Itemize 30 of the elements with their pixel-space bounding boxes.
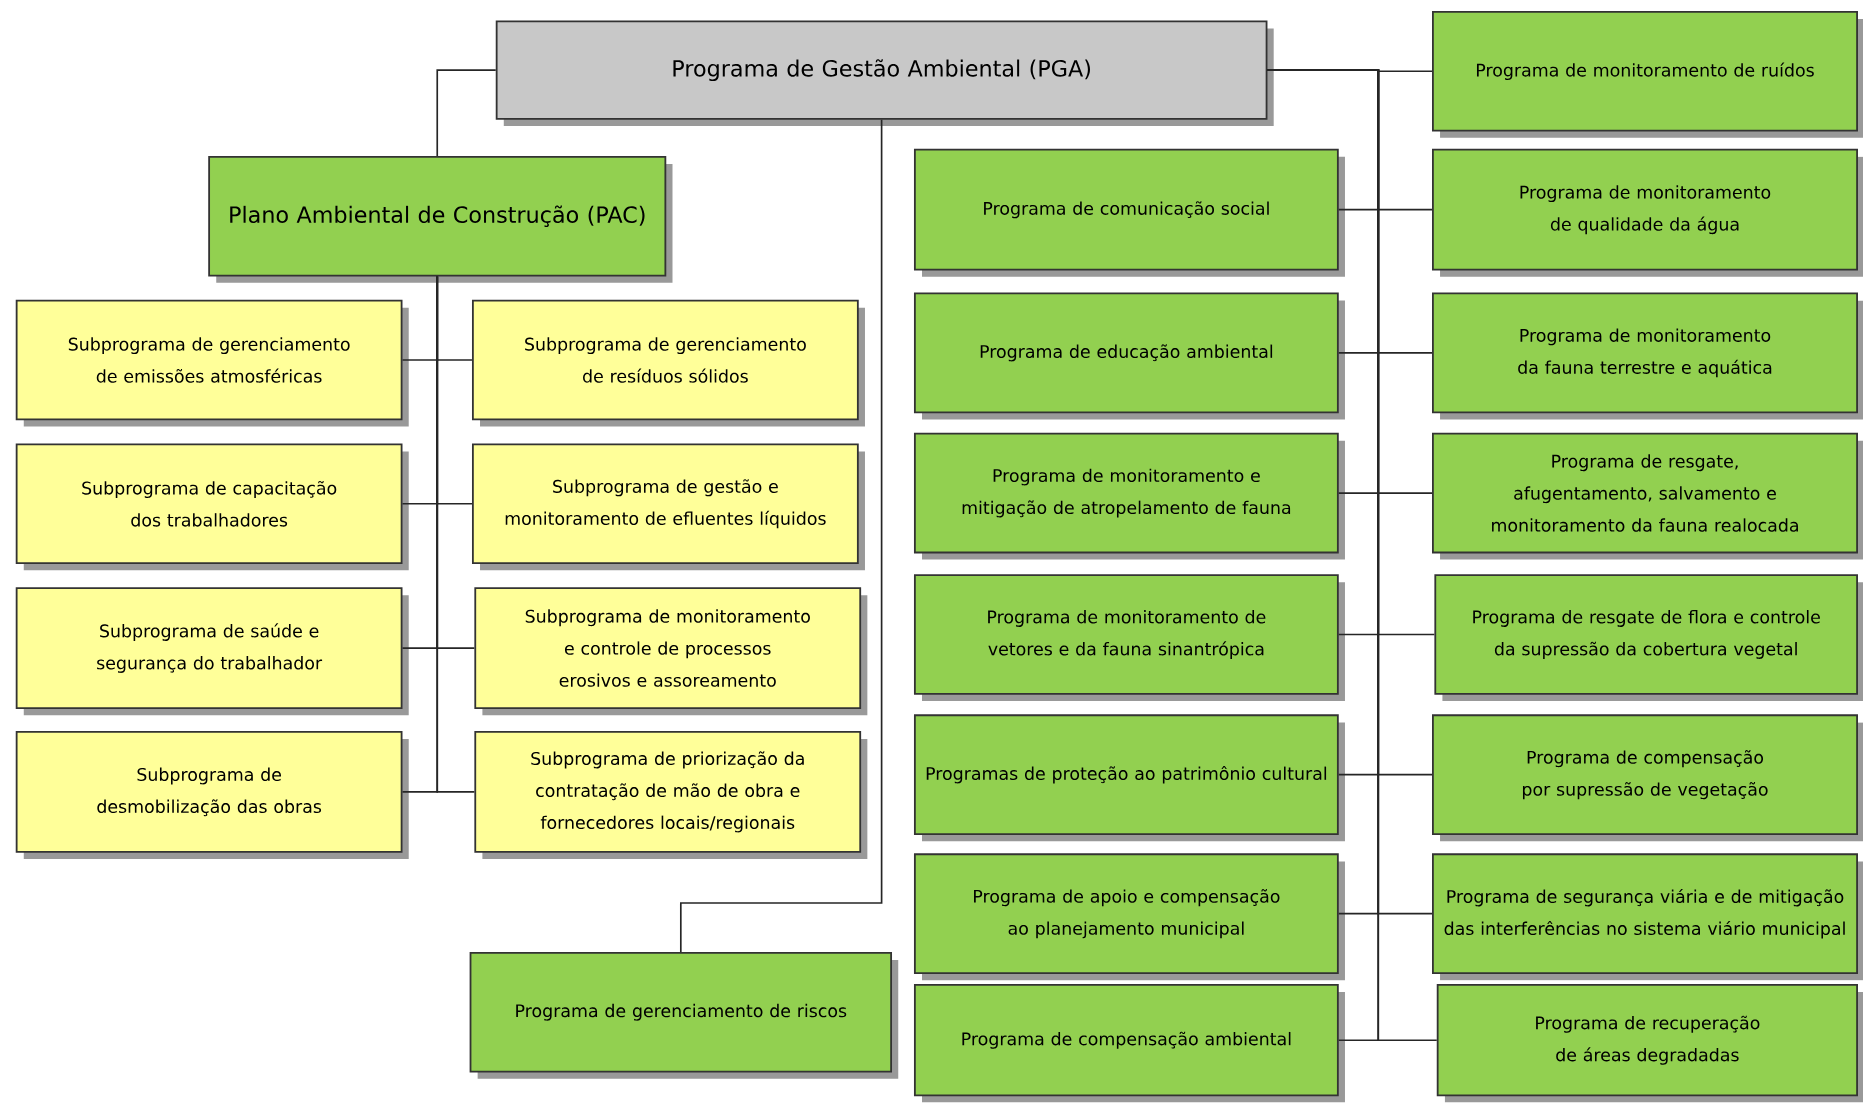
connector-line	[436, 275, 476, 793]
subprogram-box: Subprograma de gestão e monitoramento de efluentes líquidos	[472, 443, 865, 571]
subprogram-box: Subprograma de saúde e segurança do trabalhador	[15, 587, 409, 716]
subprogram-box: Subprograma de monitoramento e controle de processos erosivos e assoreamento	[474, 587, 868, 716]
subprogram-box: Subprograma de gerenciamento de resíduos sólidos	[472, 299, 865, 427]
connector-line	[679, 119, 883, 953]
subprogram-box: Subprograma de desmobilização das obras	[15, 731, 409, 860]
program-box: Programa de monitoramento de ruídos	[1432, 11, 1863, 138]
program-box: Programa de gerenciamento de riscos	[469, 952, 899, 1080]
connector-line	[1266, 69, 1438, 1042]
program-box: Programa de monitoramento de vetores e da fauna sinantrópica	[913, 574, 1345, 702]
program-box: Programas de proteção ao patrimônio cultural	[913, 714, 1345, 842]
program-box: Programa de resgate de flora e controle da supressão da cobertura vegetal	[1434, 574, 1863, 702]
connector-line	[436, 69, 497, 157]
program-box: Programa de compensação por supressão de vegetação	[1432, 714, 1863, 842]
program-box: Programa de Gestão Ambiental (PGA)	[495, 20, 1274, 127]
program-box: Programa de monitoramento de qualidade da água	[1432, 149, 1863, 278]
program-box: Programa de compensação ambiental	[913, 984, 1345, 1103]
subprogram-box: Subprograma de priorização da contratação de mão de obra e fornecedores locais/regionais	[474, 731, 868, 860]
plan-box: Plano Ambiental de Construção (PAC)	[208, 156, 673, 283]
program-box: Programa de recuperação de áreas degradadas	[1436, 984, 1863, 1103]
program-box: Programa de monitoramento da fauna terrestre e aquática	[1432, 292, 1863, 420]
subprogram-box: Subprograma de capacitação dos trabalhadores	[15, 443, 409, 571]
program-box: Programa de educação ambiental	[913, 292, 1345, 420]
subprogram-box: Subprograma de gerenciamento de emissões atmosféricas	[15, 299, 409, 427]
program-box: Programa de comunicação social	[913, 149, 1345, 278]
program-box: Programa de monitoramento e mitigação de atropelamento de fauna	[913, 432, 1345, 560]
program-box: Programa de segurança viária e de mitigação das interferências no sistema viário municipal	[1432, 853, 1863, 981]
program-box: Programa de resgate, afugentamento, salvamento e monitoramento da fauna realocada	[1432, 432, 1863, 560]
program-box: Programa de apoio e compensação ao planejamento municipal	[913, 853, 1345, 981]
